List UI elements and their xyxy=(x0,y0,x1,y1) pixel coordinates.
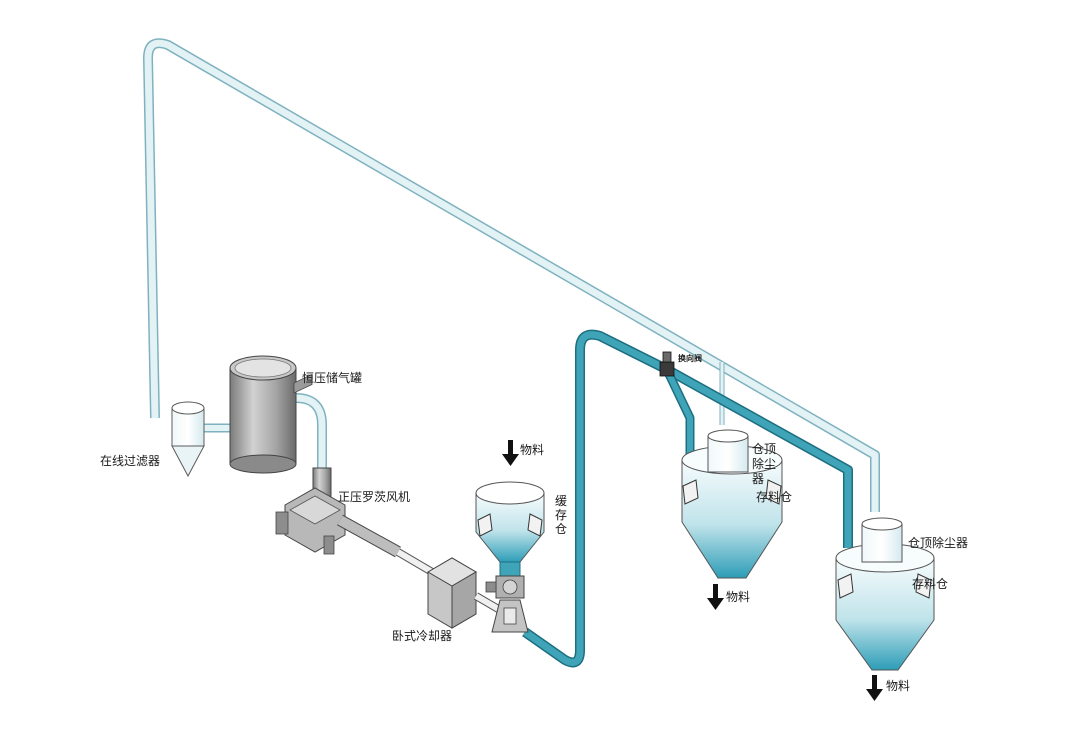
horizontal-cooler xyxy=(427,557,503,629)
horizontal-cooler-label: 卧式冷却器 xyxy=(392,629,453,643)
bin-top-collector-2-label: 仓顶除尘器 xyxy=(908,536,969,550)
material-in-label: 物料 xyxy=(520,443,545,457)
material-out-1-label: 物料 xyxy=(726,590,751,604)
storage-bin-2-label: 存料仓 xyxy=(912,577,949,591)
storage-bin-2 xyxy=(835,517,935,671)
buffer-bin xyxy=(475,481,545,633)
bin-top-collector-1-label: 仓顶除尘器 xyxy=(752,442,777,486)
return-air-pipe xyxy=(143,38,880,512)
online-filter-label: 在线过滤器 xyxy=(100,454,161,468)
material-arrow-out-2 xyxy=(866,675,883,701)
online-filter xyxy=(171,401,205,478)
constant-pressure-tank-label: 恒压储气罐 xyxy=(302,371,363,385)
roots-blower-label: 正压罗茨风机 xyxy=(338,490,411,504)
diverter-valve xyxy=(659,351,675,377)
constant-pressure-tank xyxy=(229,355,297,474)
material-arrow-out-1 xyxy=(707,584,724,610)
conveying-pipe xyxy=(522,329,853,668)
roots-blower xyxy=(275,373,435,576)
storage-bin-1 xyxy=(681,429,783,579)
material-out-2-label: 物料 xyxy=(886,679,911,693)
diverter-valve-label: 换向阀 xyxy=(678,354,702,363)
storage-bin-1-label: 存料仓 xyxy=(756,490,793,504)
material-arrow-in xyxy=(502,440,519,466)
buffer-bin-label: 缓存仓 xyxy=(554,494,567,536)
